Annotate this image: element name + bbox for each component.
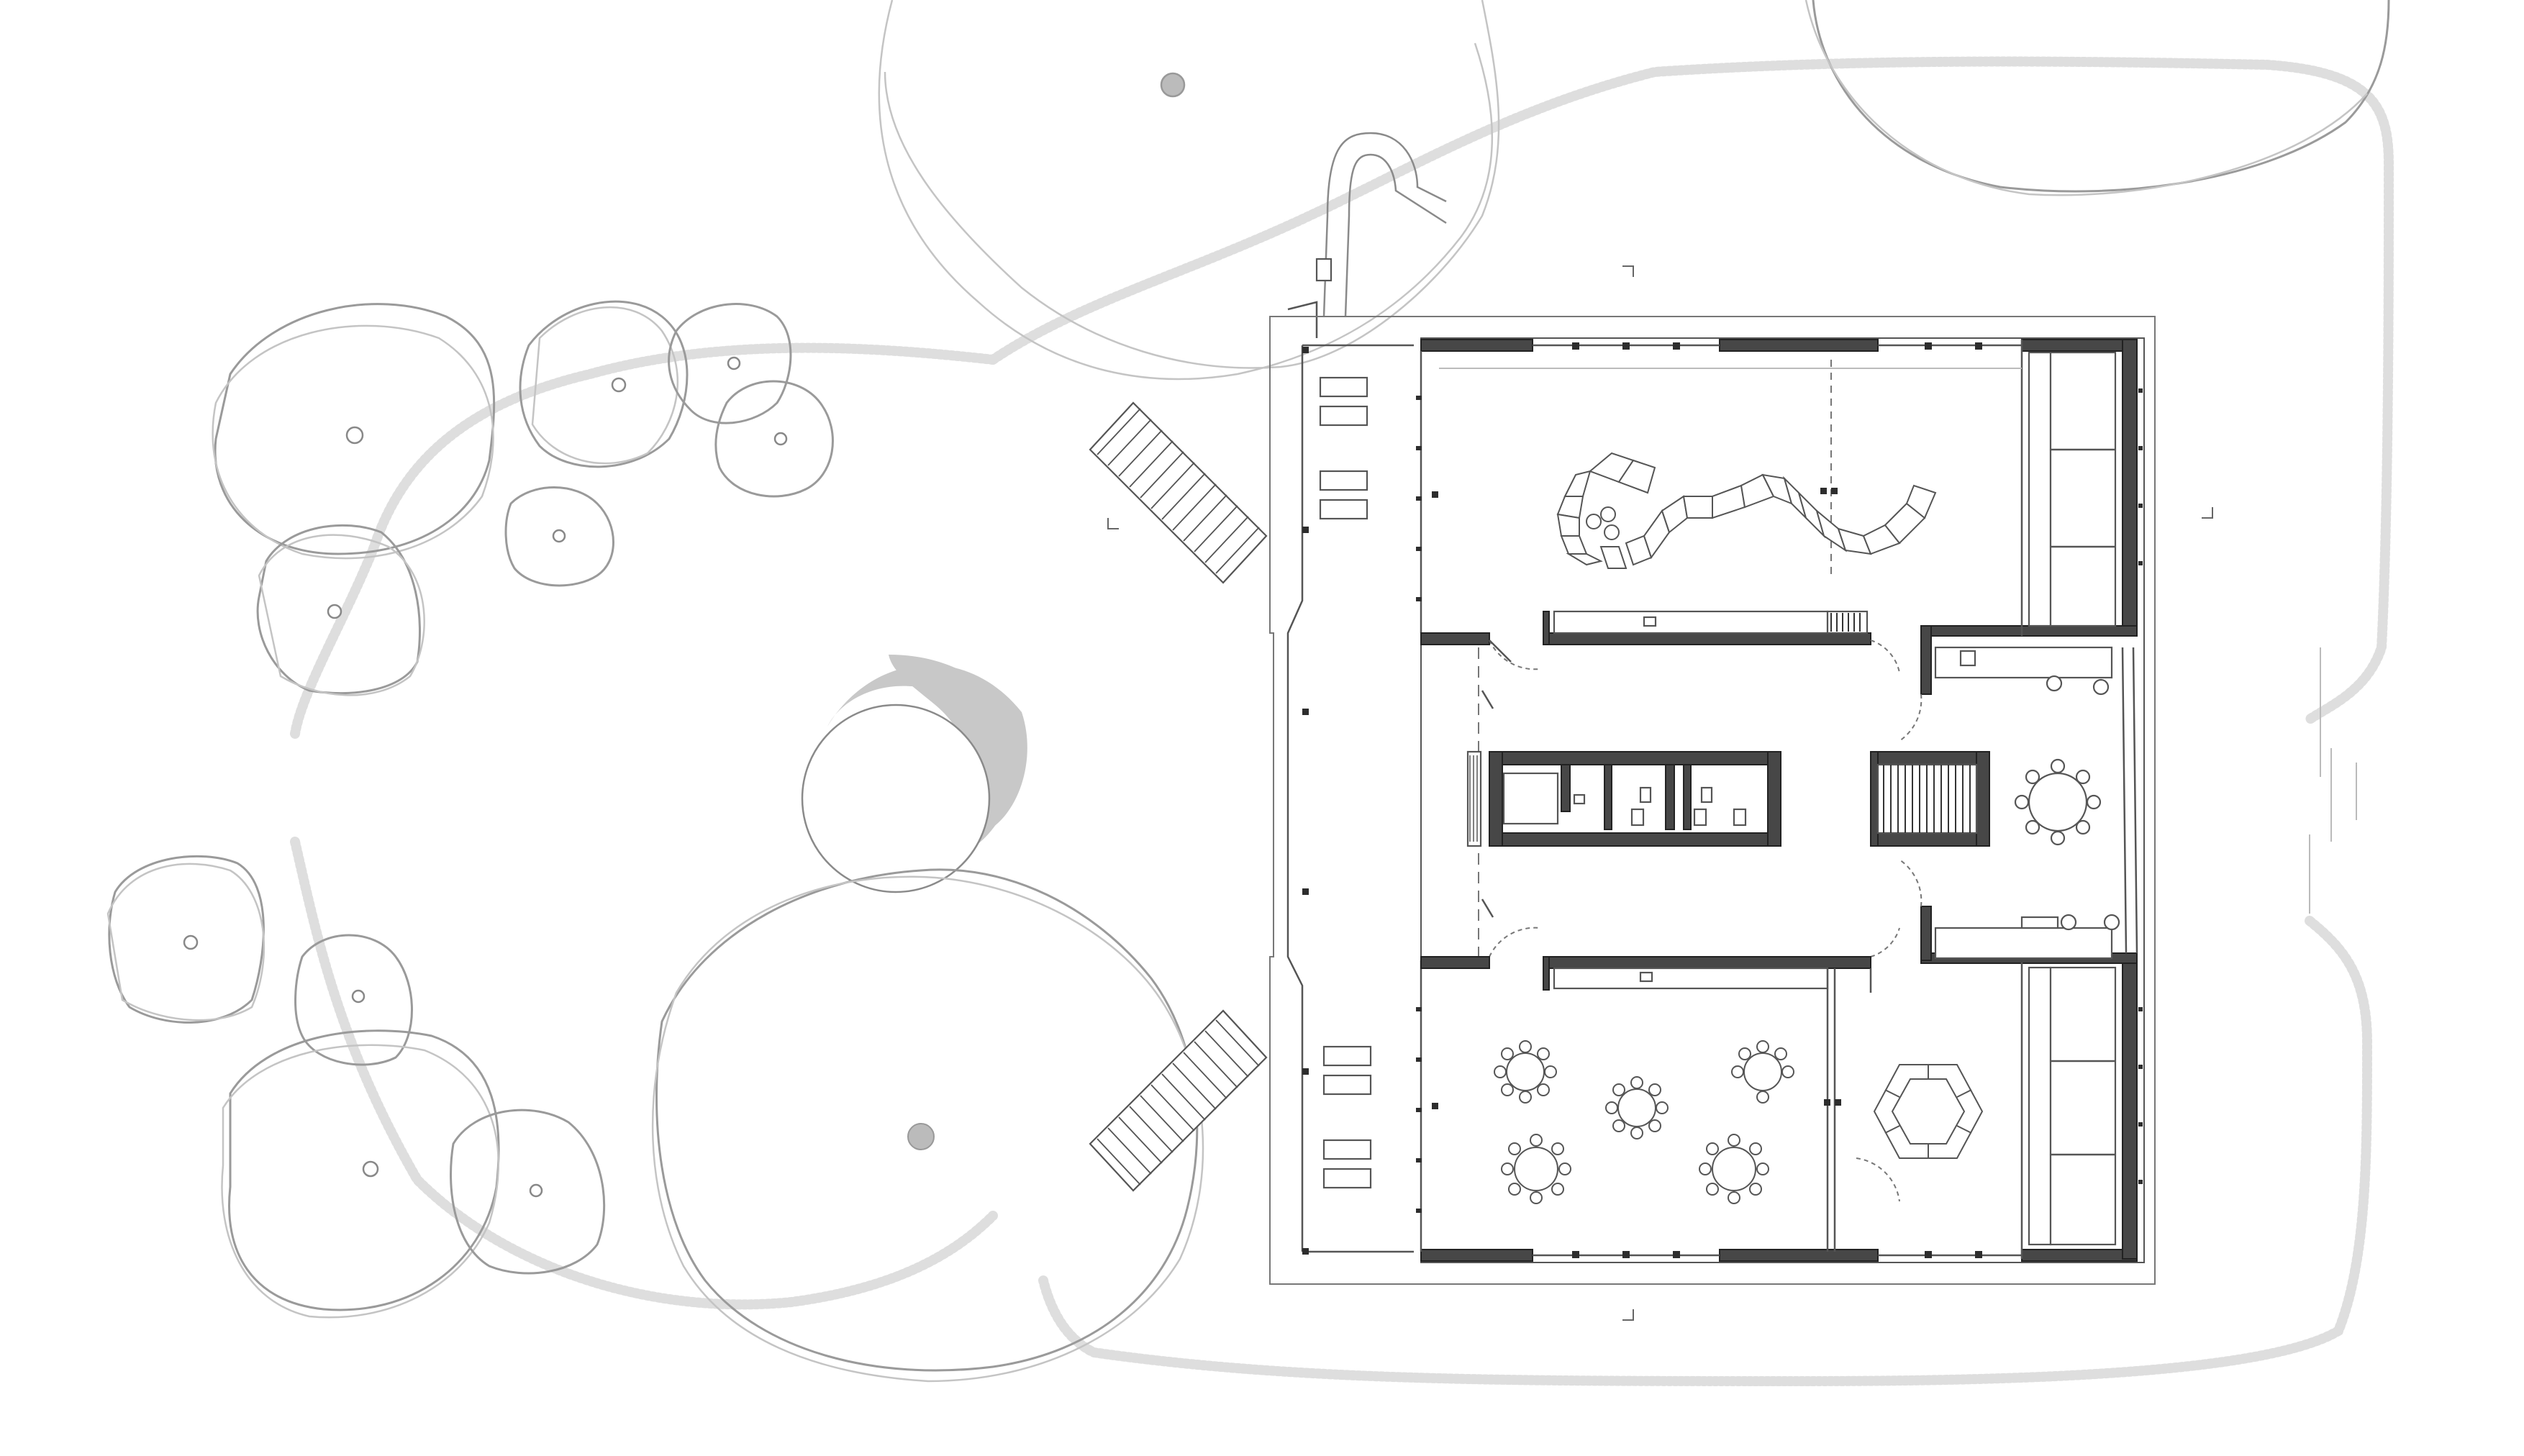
north-facade bbox=[1420, 339, 2138, 352]
serpentine-path bbox=[878, 0, 1500, 381]
terrace-columns bbox=[1302, 347, 1309, 1255]
exhibition-room bbox=[1420, 360, 2022, 645]
tree-canopy-large bbox=[651, 868, 1204, 1383]
trees-left-group bbox=[212, 300, 834, 696]
platform-outline bbox=[1269, 316, 2156, 1285]
trees-bottom-left-group bbox=[106, 855, 606, 1319]
section-markers bbox=[1107, 265, 2213, 1321]
service-counters bbox=[1934, 646, 2138, 960]
south-facade bbox=[1420, 1249, 2138, 1262]
stair-core bbox=[1870, 751, 1990, 847]
serpentine-bench bbox=[1556, 452, 1937, 569]
dining-room bbox=[1420, 956, 1984, 1252]
terrace-benches bbox=[1319, 376, 1372, 1189]
round-tables bbox=[1494, 1040, 1794, 1204]
door-swings bbox=[1489, 640, 1922, 1202]
entrance-stairs-top bbox=[1089, 401, 1268, 584]
hexagon-table bbox=[1873, 1064, 1984, 1159]
tree-canopy-top-right bbox=[1160, 0, 2390, 196]
east-storage-walls bbox=[1920, 339, 2143, 1260]
hedge-outline bbox=[290, 56, 2394, 1387]
building bbox=[1089, 265, 2357, 1321]
site-edge-marks bbox=[2309, 647, 2357, 914]
circular-tree-with-shadow bbox=[801, 655, 1027, 893]
toilet-core bbox=[1466, 750, 1781, 847]
entrance-stairs-bottom bbox=[1089, 1009, 1268, 1192]
